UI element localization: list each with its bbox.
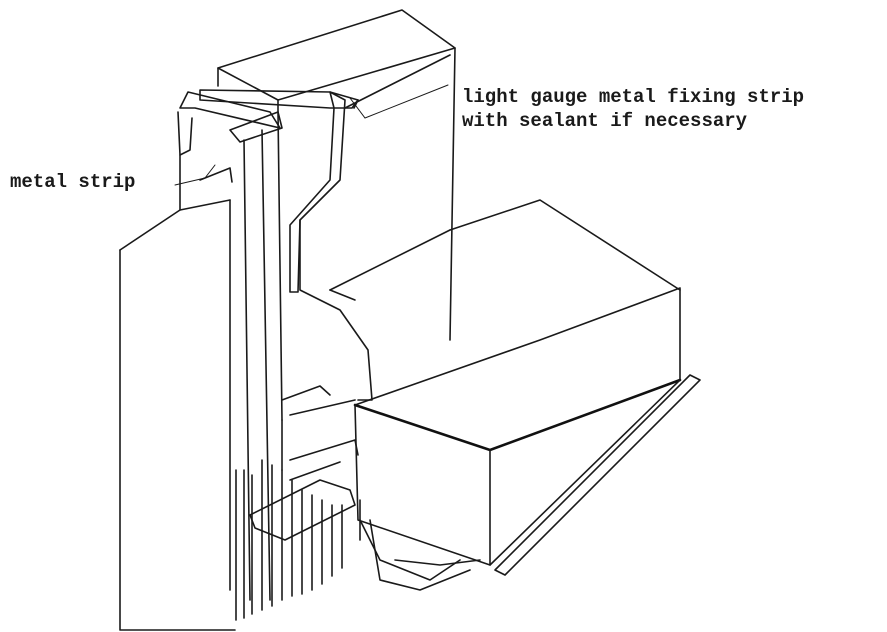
metal-strip-label: metal strip	[10, 171, 136, 193]
roof-surface	[329, 54, 681, 301]
fixing-strip-label-line2: with sealant if necessary	[462, 110, 748, 132]
fluted-trim	[235, 459, 343, 621]
fixing-strip-label-line1: light gauge metal fixing strip	[462, 86, 805, 108]
leader-lines	[174, 84, 449, 186]
foreground-box	[353, 287, 701, 581]
parapet-upper-block	[217, 9, 456, 341]
lower-flashing-tab	[249, 479, 481, 591]
wall-left-block	[119, 111, 283, 631]
fixing-strip-label: light gauge metal fixing strip with seal…	[462, 85, 804, 133]
inner-wall	[281, 219, 373, 481]
sealant-fixing-strip	[199, 89, 359, 293]
